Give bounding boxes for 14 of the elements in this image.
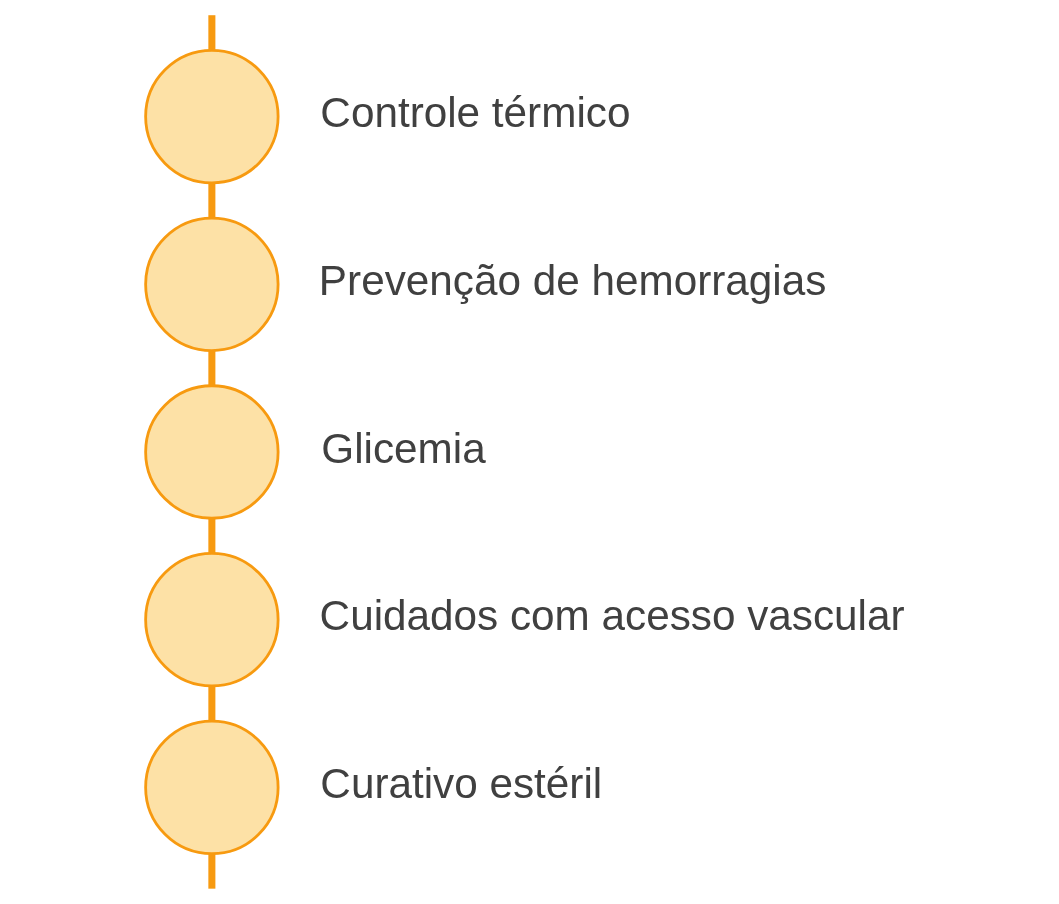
connector xyxy=(207,518,215,554)
node-label: Curativo estéril xyxy=(319,759,602,807)
node-circle xyxy=(143,48,279,185)
node-circle xyxy=(143,384,279,520)
connector xyxy=(207,350,215,386)
node-circle xyxy=(143,216,279,352)
connector xyxy=(207,183,215,218)
node-label: Glicemia xyxy=(320,424,486,472)
node-label: Prevenção de hemorragias xyxy=(318,256,826,304)
node-circle xyxy=(143,719,279,856)
node-circle xyxy=(143,552,279,688)
connector xyxy=(207,686,215,721)
node-label: Cuidados com acesso vascular xyxy=(319,592,905,640)
node-label: Controle térmico xyxy=(319,89,630,137)
